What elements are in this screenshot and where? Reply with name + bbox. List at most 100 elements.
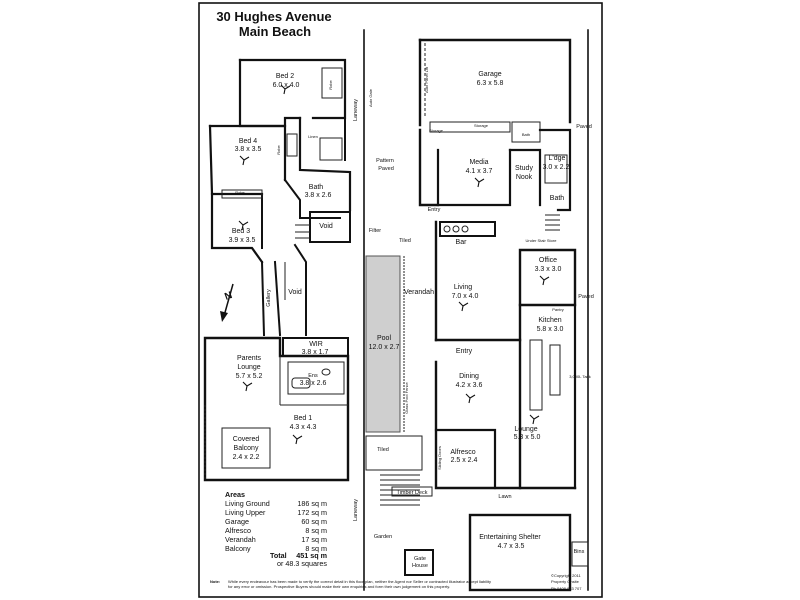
room-pool: Pool <box>377 335 391 342</box>
label-pattern-paved-l2: Paved <box>378 166 394 172</box>
room-bed1-dims: 4.3 x 4.3 <box>290 424 317 431</box>
footer-note-line2: for any error or omission. Prospective B… <box>228 584 450 589</box>
room-bath-upper-dims: 3.8 x 2.6 <box>305 192 332 199</box>
area-label-4: Verandah <box>225 535 256 544</box>
room-wir: WIR <box>309 341 323 348</box>
label-paved-right: Paved <box>578 294 594 300</box>
areas-table: Areas Living Ground 186 sq m Living Uppe… <box>225 490 327 568</box>
north-arrow-icon: N <box>220 283 234 322</box>
room-study-nook-l2: Nook <box>516 174 533 181</box>
label-sliding-doors: Sliding Doors <box>437 446 442 470</box>
area-total-label: Total <box>270 551 287 560</box>
footer-company: Property Onsite <box>551 579 580 584</box>
room-void-upper: Void <box>319 223 333 230</box>
room-alfresco-dims: 2.5 x 2.4 <box>451 457 478 464</box>
room-parents-lounge-dims: 5.7 x 5.2 <box>236 373 263 380</box>
label-pattern-paved-l1: Pattern <box>376 158 394 164</box>
label-filter: Filter <box>369 228 381 234</box>
label-robe-bed2: Robe <box>328 79 333 89</box>
room-bath-lower: Bath <box>550 195 565 202</box>
room-bed2: Bed 2 <box>276 73 294 80</box>
label-auto-gate: Auto Gate <box>368 88 373 107</box>
footer-note-label: Note: <box>210 579 220 584</box>
room-covered-balcony-dims: 2.4 x 2.2 <box>233 454 260 461</box>
room-living-dims: 7.0 x 4.0 <box>452 293 479 300</box>
area-squares: or 48.3 squares <box>277 559 327 568</box>
area-label-1: Living Upper <box>225 508 266 517</box>
room-gate-house-l1: Gate <box>414 556 426 562</box>
room-media: Media <box>469 159 488 166</box>
label-laneway-bottom: Laneway <box>353 499 359 521</box>
room-study-nook-l1: Study <box>515 165 533 172</box>
room-dining-dims: 4.2 x 3.6 <box>456 382 483 389</box>
room-gate-house-l2: House <box>412 563 428 569</box>
label-lawn: Lawn <box>498 494 511 500</box>
label-pantry: Pantry <box>552 307 564 312</box>
label-timber-deck: Timber Deck <box>397 490 428 496</box>
footer-copyright: ©Copyright 2011 <box>551 573 582 578</box>
room-entry-mid: Entry <box>456 348 473 355</box>
title-line-2: Main Beach <box>239 24 311 39</box>
label-robe-bed3: Robe <box>235 190 245 195</box>
room-kitchen: Kitchen <box>538 317 561 324</box>
area-total-value: 451 sq m <box>296 551 327 560</box>
room-lounge-dims: 5.3 x 5.0 <box>514 434 541 441</box>
area-value-3: 8 sq m <box>305 526 327 535</box>
room-alfresco: Alfresco <box>450 449 475 456</box>
room-lounge: Lounge <box>514 426 537 433</box>
room-ens: Ens <box>308 373 318 379</box>
svg-text:N: N <box>223 290 234 303</box>
room-covered-balcony-l2: Balcony <box>234 445 259 452</box>
area-value-4: 17 sq m <box>301 535 327 544</box>
label-tank: 3,000L Tank <box>569 374 591 379</box>
room-bed2-dims: 6.0 x 4.0 <box>273 82 300 89</box>
label-storage-2: Storage <box>474 123 489 128</box>
room-bed3: Bed 3 <box>232 228 250 235</box>
room-entertaining-shelter: Entertaining Shelter <box>479 534 541 541</box>
room-garage-dims: 6.3 x 5.8 <box>477 80 504 87</box>
label-gallery: Gallery <box>266 289 272 307</box>
label-under-stair-store: Under Stair Store <box>526 238 558 243</box>
label-paved-top: Paved <box>576 124 592 130</box>
label-auto-panel-lift: Auto Panel Lift <box>424 66 429 93</box>
label-glass-pool-fence: Glass Pool Fence <box>404 381 409 413</box>
label-linen: Linen <box>308 134 318 139</box>
upper-floor <box>203 58 352 482</box>
area-value-0: 186 sq m <box>297 499 327 508</box>
room-kitchen-dims: 5.8 x 3.0 <box>537 326 564 333</box>
room-office: Office <box>539 257 557 264</box>
area-label-0: Living Ground <box>225 499 270 508</box>
room-ens-dims: 3.8 x 2.6 <box>300 380 327 387</box>
areas-heading: Areas <box>225 490 245 499</box>
room-lge-dims: 3.0 x 2.2 <box>543 164 570 171</box>
label-bath-lower-top: Bath <box>522 132 530 137</box>
label-bins: Bins <box>574 549 585 555</box>
room-wir-dims: 3.8 x 1.7 <box>302 349 329 356</box>
room-pool-dims: 12.0 x 2.7 <box>369 344 400 351</box>
room-parents-lounge-l2: Lounge <box>237 364 260 371</box>
room-dining: Dining <box>459 373 479 380</box>
room-office-dims: 3.3 x 3.0 <box>535 266 562 273</box>
pool-shape <box>365 255 401 433</box>
footer-phone: Ph 0408 883 707 <box>551 586 582 591</box>
room-media-dims: 4.1 x 3.7 <box>466 168 493 175</box>
label-tiled-bottom: Tiled <box>377 447 389 453</box>
room-bed4: Bed 4 <box>239 138 257 145</box>
room-bed4-dims: 3.8 x 3.5 <box>235 146 262 153</box>
label-laneway-top: Laneway <box>353 99 359 121</box>
area-label-2: Garage <box>225 517 249 526</box>
room-parents-lounge-l1: Parents <box>237 355 262 362</box>
label-entry-top: Entry <box>428 207 441 213</box>
room-bath-upper: Bath <box>309 184 324 191</box>
room-bed1: Bed 1 <box>294 415 312 422</box>
title-line-1: 30 Hughes Avenue <box>216 9 331 24</box>
ground-floor <box>363 29 589 592</box>
footer-note-line1: While every endeavour has been made to v… <box>228 579 491 584</box>
room-covered-balcony-l1: Covered <box>233 436 260 443</box>
area-label-5: Balcony <box>225 544 251 553</box>
area-label-3: Alfresco <box>225 526 251 535</box>
room-bar: Bar <box>456 239 468 246</box>
label-storage-1: Storage <box>429 128 444 133</box>
room-void-gallery: Void <box>288 289 302 296</box>
